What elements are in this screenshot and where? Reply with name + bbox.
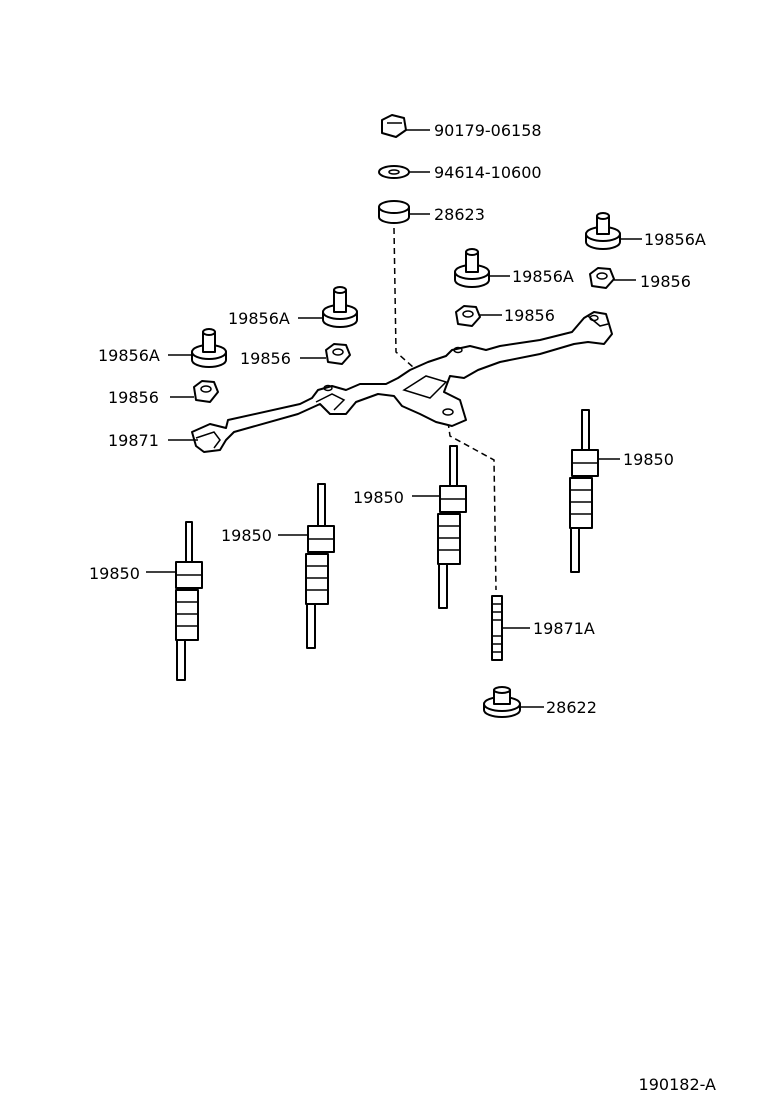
figure-code: 190182-A [638, 1075, 716, 1094]
washer-part [378, 165, 430, 179]
terminal-stud-a-right [585, 212, 642, 250]
terminal-nut-right [589, 267, 636, 289]
label-stud: 19871A [533, 619, 595, 638]
label-stud-a-1: 19856A [98, 346, 160, 365]
label-nut-top: 90179-06158 [434, 121, 542, 140]
glow-plug-3 [412, 445, 467, 609]
stud-part [491, 595, 530, 661]
label-washer: 94614-10600 [434, 163, 542, 182]
label-stud-a-2: 19856A [228, 309, 290, 328]
terminal-stud-a-left [168, 328, 227, 368]
glow-plug-4 [569, 409, 620, 573]
label-nut-1: 19856 [108, 388, 159, 407]
guide-line-top [393, 227, 431, 383]
label-plug-2: 19850 [221, 526, 272, 545]
label-nut-4: 19856 [640, 272, 691, 291]
terminal-nut-third [455, 305, 502, 327]
terminal-stud-a-second [298, 286, 358, 328]
label-insulator-top: 28623 [434, 205, 485, 224]
bus-bar-part [168, 311, 613, 453]
terminal-nut-second [300, 343, 351, 365]
glow-plug-2 [278, 483, 335, 649]
label-plug-4: 19850 [623, 450, 674, 469]
glow-plug-1 [146, 521, 203, 681]
label-nut-2: 19856 [240, 349, 291, 368]
terminal-nut-left [170, 380, 219, 403]
top-nut-part [381, 114, 430, 138]
label-insulator-bottom: 28622 [546, 698, 597, 717]
label-stud-a-3: 19856A [512, 267, 574, 286]
label-plug-1: 19850 [89, 564, 140, 583]
label-plug-3: 19850 [353, 488, 404, 507]
insulator-bottom-part [483, 686, 544, 718]
terminal-stud-a-third [454, 248, 510, 288]
label-nut-3: 19856 [504, 306, 555, 325]
label-stud-a-4: 19856A [644, 230, 706, 249]
label-bus-bar: 19871 [108, 431, 159, 450]
insulator-top-part [378, 200, 430, 224]
